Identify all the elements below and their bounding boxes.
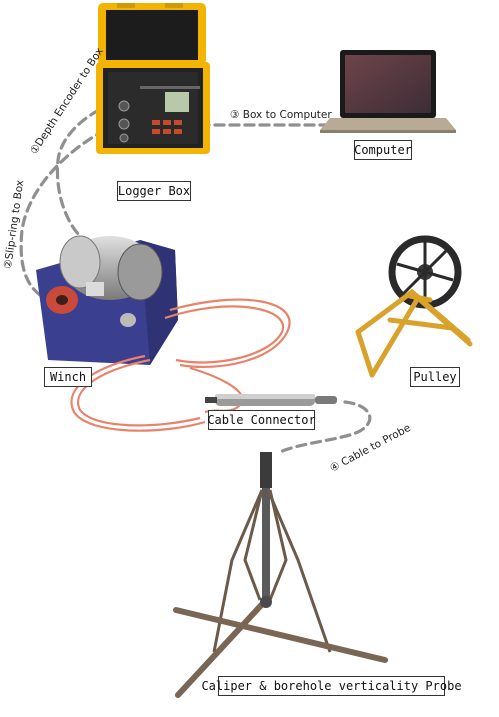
winch-device bbox=[36, 235, 178, 365]
logger-box-label: Logger Box bbox=[117, 181, 191, 201]
computer-device bbox=[320, 50, 456, 133]
cable-connector-label: Cable Connector bbox=[207, 410, 316, 430]
orange-cable bbox=[70, 298, 291, 432]
pulley-device bbox=[355, 235, 473, 378]
probe-label: Caliper & borehole verticality Probe bbox=[201, 676, 462, 696]
slip-ring-cable bbox=[19, 122, 120, 302]
label-box-to-computer: ③ Box to Computer bbox=[230, 109, 332, 121]
winch-label: Winch bbox=[44, 367, 92, 387]
computer-label: Computer bbox=[354, 140, 412, 160]
cable-to-probe-line bbox=[278, 400, 372, 454]
depth-encoder-cable bbox=[55, 102, 114, 252]
pulley-label: Pulley bbox=[410, 367, 460, 387]
probe-device bbox=[173, 452, 388, 698]
cable-connector-device bbox=[205, 394, 337, 406]
logger-box-device bbox=[96, 3, 210, 154]
